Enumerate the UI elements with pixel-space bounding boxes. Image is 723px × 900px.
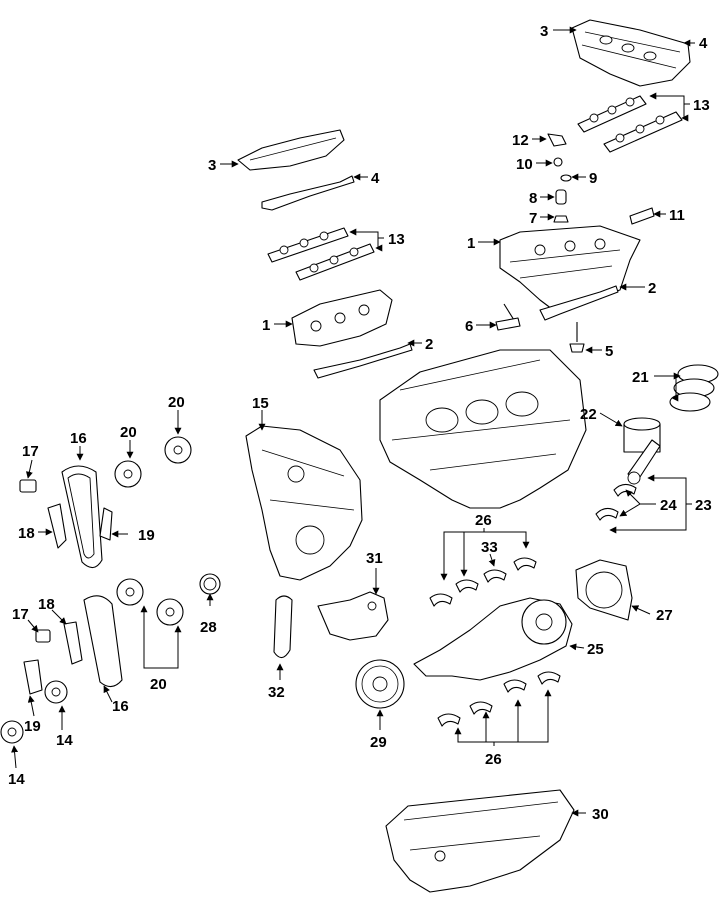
connecting-rod (627, 439, 661, 485)
timing-chain-lower (83, 595, 123, 688)
oil-pan (385, 789, 575, 893)
tensioner-upper (19, 479, 37, 493)
callout-20-lower: 20 (150, 676, 167, 693)
callout-6: 6 (465, 318, 473, 335)
callout-22: 22 (580, 406, 597, 423)
callout-1-right: 1 (467, 235, 475, 252)
piston-rings (669, 364, 719, 412)
callout-1-left: 1 (262, 317, 270, 334)
callout-30: 30 (592, 806, 609, 823)
front-seal (199, 573, 221, 595)
oil-pump (317, 591, 389, 641)
timing-cover (245, 425, 363, 581)
valvetrain-small-parts (547, 133, 655, 225)
callout-15: 15 (252, 395, 269, 412)
left-valve-cover (237, 129, 345, 171)
left-valve-cover-gasket (261, 175, 355, 211)
sprockets-upper (114, 436, 192, 488)
callout-9: 9 (589, 170, 597, 187)
callout-20-b: 20 (120, 424, 137, 441)
callout-13-right: 13 (693, 97, 710, 114)
rod-bearings (595, 483, 637, 521)
callout-5: 5 (605, 343, 613, 360)
right-head-gasket (539, 285, 619, 321)
rear-main-seal (575, 559, 633, 621)
tensioner-lower (35, 629, 51, 643)
callout-labels: 3 4 13 12 10 9 8 7 11 1 2 6 5 3 4 13 1 2… (8, 23, 712, 823)
callout-25: 25 (587, 641, 604, 658)
callout-8: 8 (529, 190, 537, 207)
left-cylinder-head (291, 289, 393, 347)
callout-7: 7 (529, 210, 537, 227)
engine-block (379, 349, 587, 509)
callout-32: 32 (268, 684, 285, 701)
callout-29: 29 (370, 734, 387, 751)
callout-26-upper: 26 (475, 512, 492, 529)
callout-4-right: 4 (699, 35, 708, 52)
sprockets-lower (0, 578, 184, 744)
oil-pump-chain (273, 595, 293, 659)
callout-3-left: 3 (208, 157, 216, 174)
main-bearings (429, 557, 561, 727)
crankshaft (413, 597, 573, 681)
callout-16-lower: 16 (112, 698, 129, 715)
callout-33: 33 (481, 539, 498, 556)
callout-14-b: 14 (8, 771, 25, 788)
callout-17-lower: 17 (12, 606, 29, 623)
callout-20-a: 20 (168, 394, 185, 411)
crank-pulley (355, 659, 405, 709)
callout-27: 27 (656, 607, 673, 624)
timing-chain-upper (61, 465, 103, 569)
callout-23: 23 (695, 497, 712, 514)
callout-31: 31 (366, 550, 383, 567)
guides-lower (23, 621, 83, 695)
leader-lines (11, 26, 695, 817)
callout-18-upper: 18 (18, 525, 35, 542)
callout-2-left: 2 (425, 336, 433, 353)
callout-26-lower: 26 (485, 751, 502, 768)
callout-17-upper: 17 (22, 443, 39, 460)
callout-19-lower: 19 (24, 718, 41, 735)
right-camshafts (577, 95, 683, 153)
callout-18-lower: 18 (38, 596, 55, 613)
callout-24: 24 (660, 497, 677, 514)
callout-19-upper: 19 (138, 527, 155, 544)
left-head-gasket (313, 343, 413, 379)
right-cylinder-head (499, 225, 641, 313)
callout-14-a: 14 (56, 732, 73, 749)
callout-4-left: 4 (371, 170, 380, 187)
callout-3-right: 3 (540, 23, 548, 40)
callout-28: 28 (200, 619, 217, 636)
callout-13-left: 13 (388, 231, 405, 248)
callout-16-upper: 16 (70, 430, 87, 447)
callout-10: 10 (516, 156, 533, 173)
valves (495, 303, 585, 353)
callout-12: 12 (512, 132, 529, 149)
callout-2-right: 2 (648, 280, 656, 297)
right-valve-cover (571, 19, 691, 87)
guides-upper (47, 503, 113, 549)
left-camshafts (267, 227, 375, 281)
callout-11: 11 (669, 207, 685, 224)
callout-21: 21 (632, 369, 649, 386)
